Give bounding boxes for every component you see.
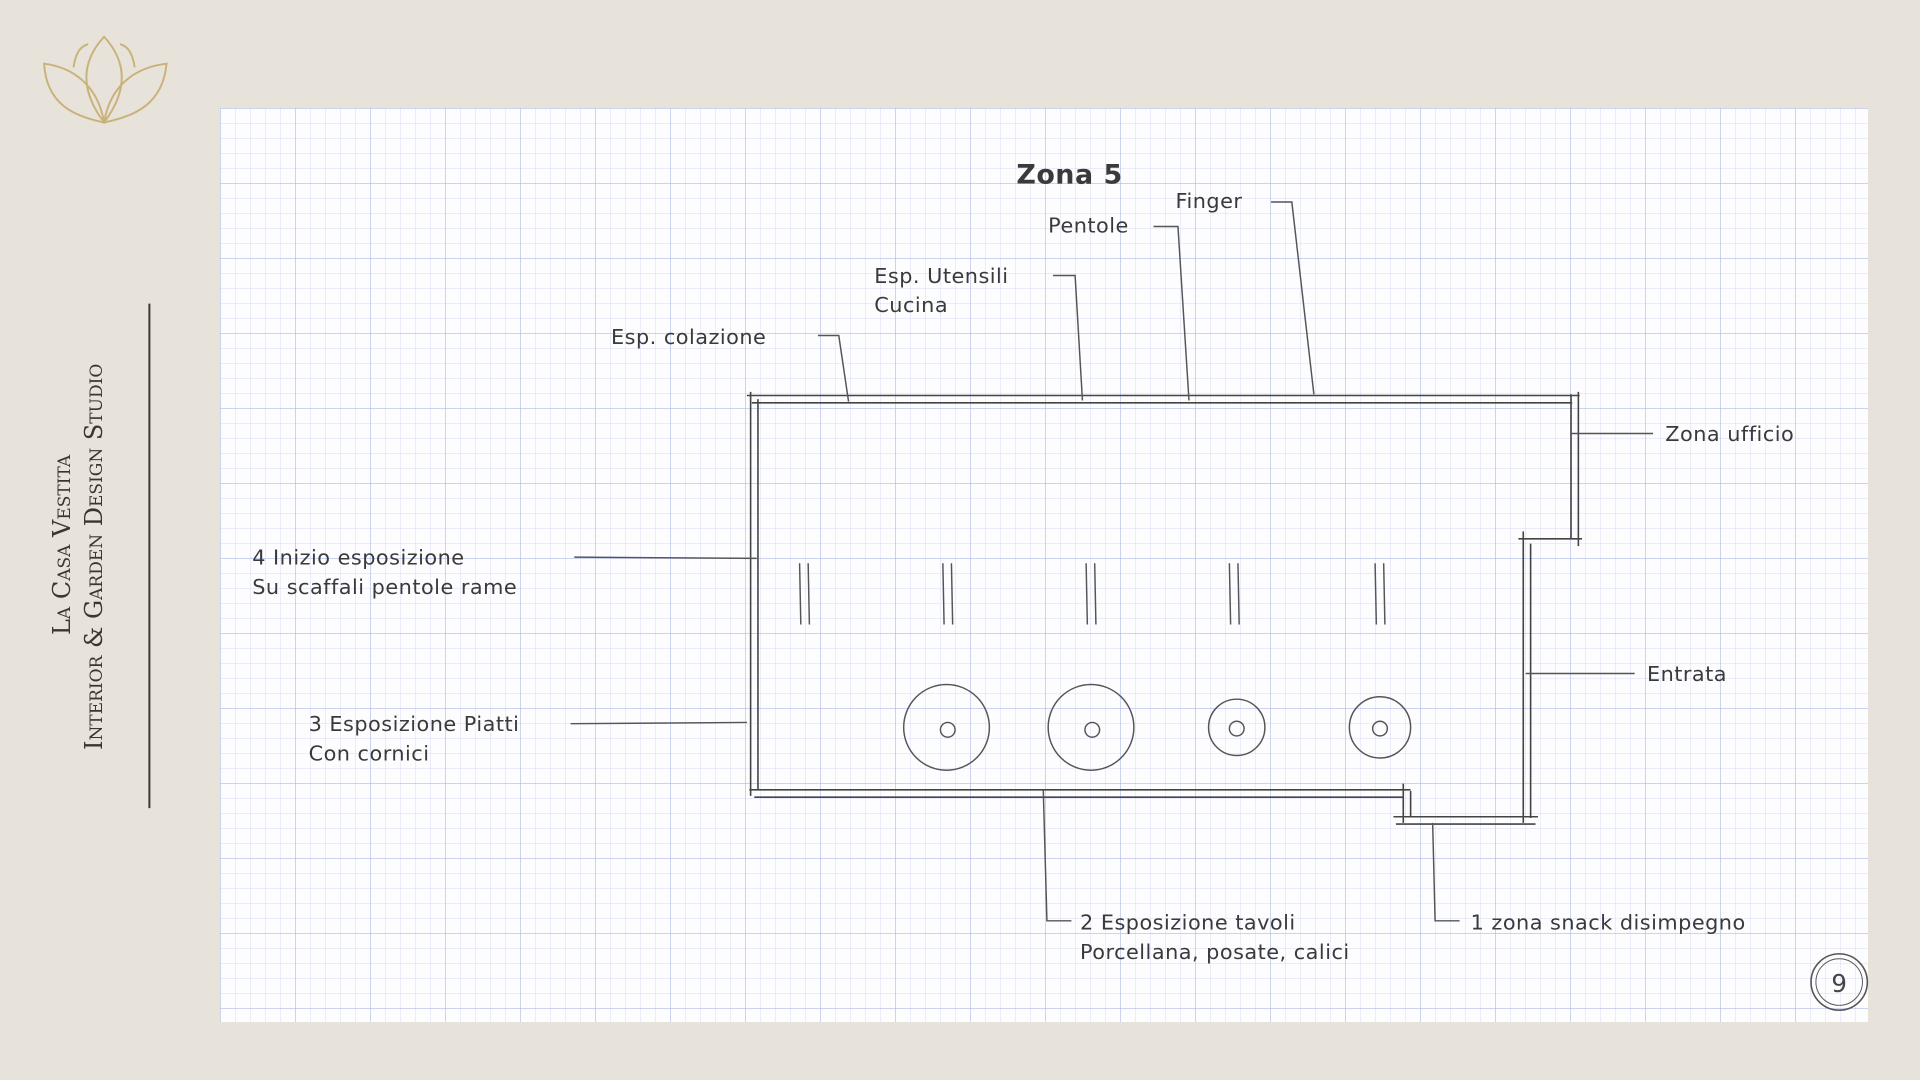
label-cornici: Con cornici — [309, 741, 430, 765]
label-scaffali: Su scaffali pentole rame — [252, 575, 517, 599]
leader-lines — [570, 201, 1654, 922]
label-cucina: Cucina — [874, 293, 948, 317]
label-esposizione-tavoli: 2 Esposizione tavoli — [1080, 910, 1296, 934]
lotus-logo-icon — [43, 35, 168, 125]
label-finger: Finger — [1176, 189, 1243, 213]
brand-subtitle: Interior & Garden Design Studio — [80, 363, 108, 750]
label-porcellana: Porcellana, posate, calici — [1080, 940, 1350, 964]
page-number-badge: 9 — [1810, 953, 1869, 1011]
label-zona-ufficio: Zona ufficio — [1665, 422, 1794, 446]
page-number: 9 — [1831, 969, 1847, 998]
plan-title: Zona 5 — [1016, 160, 1122, 191]
label-esposizione-piatti: 3 Esposizione Piatti — [309, 712, 520, 736]
label-zona-snack: 1 zona snack disimpegno — [1471, 910, 1746, 934]
label-utensili: Esp. Utensili — [874, 264, 1008, 288]
label-colazione: Esp. colazione — [611, 325, 766, 349]
round-tables — [902, 683, 1412, 771]
room-walls — [746, 391, 1583, 825]
label-inizio-esposizione: 4 Inizio esposizione — [252, 545, 464, 569]
shelves — [798, 563, 1386, 625]
label-pentole: Pentole — [1048, 214, 1129, 238]
grid-paper-sheet — [220, 108, 1868, 1022]
brand-name: La Casa Vestita — [48, 454, 76, 635]
label-entrata: Entrata — [1647, 662, 1727, 686]
